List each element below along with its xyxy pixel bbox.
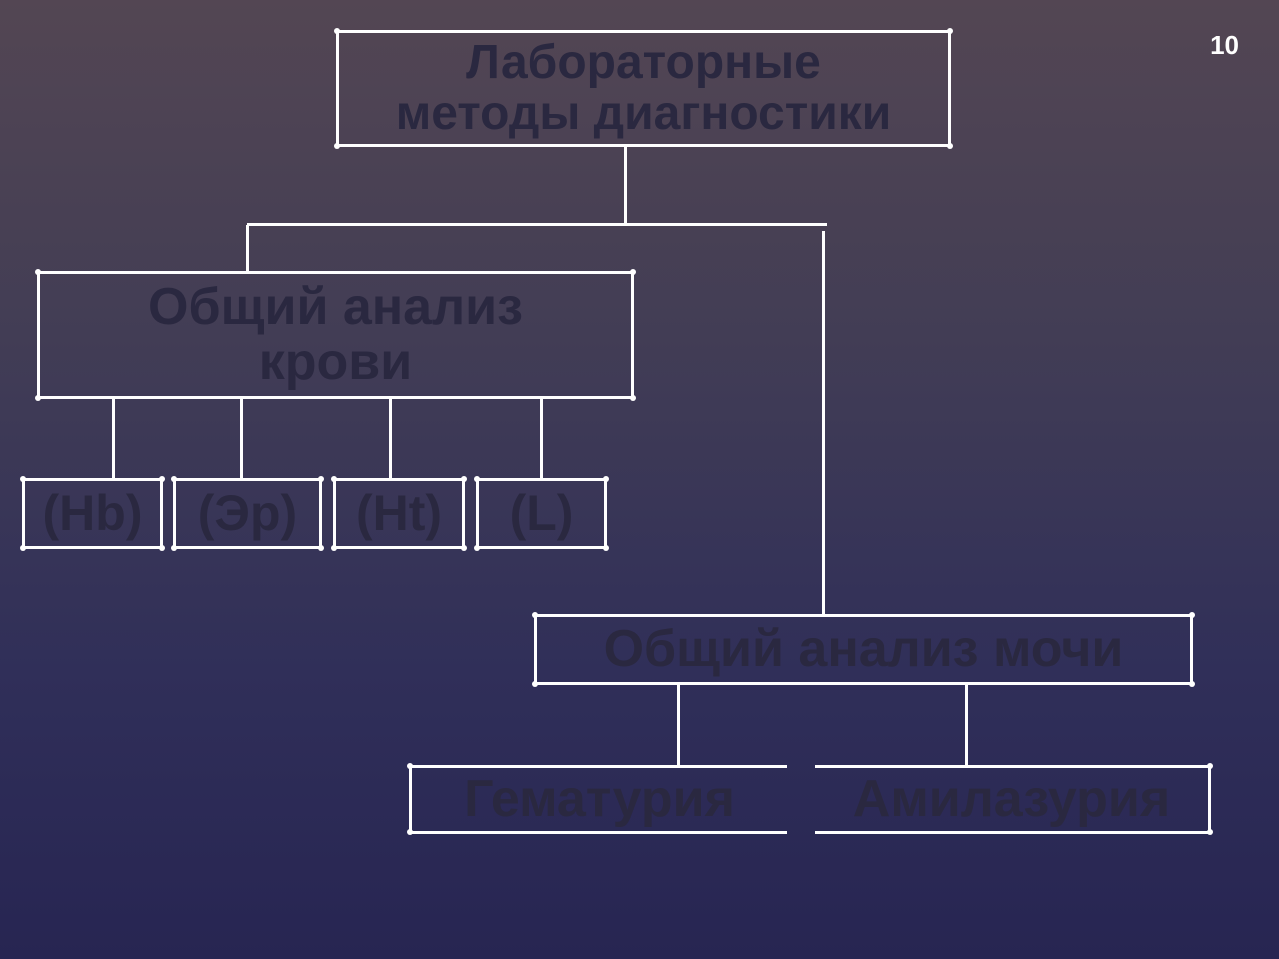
corner-dot (474, 476, 480, 482)
corner-dot (603, 545, 609, 551)
corner-dot (35, 395, 41, 401)
corner-dot (1189, 681, 1195, 687)
corner-dot (334, 28, 340, 34)
blood-analysis-box: Общий анализ крови (37, 271, 634, 399)
urine-analysis-label: Общий анализ мочи (603, 620, 1124, 679)
corner-dot (603, 476, 609, 482)
connector-hematuria (677, 683, 680, 767)
connector-urine-down (822, 231, 825, 616)
l-box: (L) (476, 478, 607, 549)
blood-analysis-label: Общий анализ крови (148, 278, 523, 391)
corner-dot (331, 545, 337, 551)
corner-dot (532, 681, 538, 687)
corner-dot (1207, 763, 1213, 769)
connector-ht (389, 397, 392, 479)
connector-l (540, 397, 543, 479)
corner-dot (20, 476, 26, 482)
corner-dot (171, 545, 177, 551)
corner-dot (318, 476, 324, 482)
corner-dot (461, 545, 467, 551)
ht-label: (Ht) (355, 485, 443, 542)
root-box: Лабораторные методы диагностики (336, 30, 951, 147)
corner-dot (474, 545, 480, 551)
ht-box: (Ht) (333, 478, 465, 549)
root-label: Лабораторные методы диагностики (395, 36, 892, 140)
hb-box: (Hb) (22, 478, 163, 549)
hematuria-label: Гематурия (464, 770, 735, 829)
corner-dot (630, 395, 636, 401)
er-label: (Эр) (197, 485, 298, 542)
corner-dot (947, 28, 953, 34)
er-box: (Эр) (173, 478, 322, 549)
connector-hb (112, 397, 115, 479)
hb-label: (Hb) (42, 485, 143, 542)
l-label: (L) (509, 485, 574, 542)
corner-dot (407, 829, 413, 835)
connector-amylasuria (965, 683, 968, 767)
slide-number: 10 (1210, 30, 1239, 60)
corner-dot (407, 763, 413, 769)
corner-dot (171, 476, 177, 482)
corner-dot (159, 545, 165, 551)
connector-blood-down (246, 225, 249, 273)
corner-dot (35, 269, 41, 275)
connector-horizontal-main (247, 223, 827, 226)
corner-dot (331, 476, 337, 482)
urine-analysis-box: Общий анализ мочи (534, 614, 1193, 685)
corner-dot (159, 476, 165, 482)
connector-er (240, 397, 243, 479)
corner-dot (947, 143, 953, 149)
corner-dot (461, 476, 467, 482)
amylasuria-label: Амилазурия (852, 770, 1171, 829)
hematuria-box: Гематурия (409, 765, 787, 834)
corner-dot (20, 545, 26, 551)
corner-dot (1207, 829, 1213, 835)
connector-root-down (624, 145, 627, 225)
corner-dot (334, 143, 340, 149)
amylasuria-box: Амилазурия (815, 765, 1211, 834)
corner-dot (318, 545, 324, 551)
corner-dot (1189, 612, 1195, 618)
corner-dot (532, 612, 538, 618)
corner-dot (630, 269, 636, 275)
